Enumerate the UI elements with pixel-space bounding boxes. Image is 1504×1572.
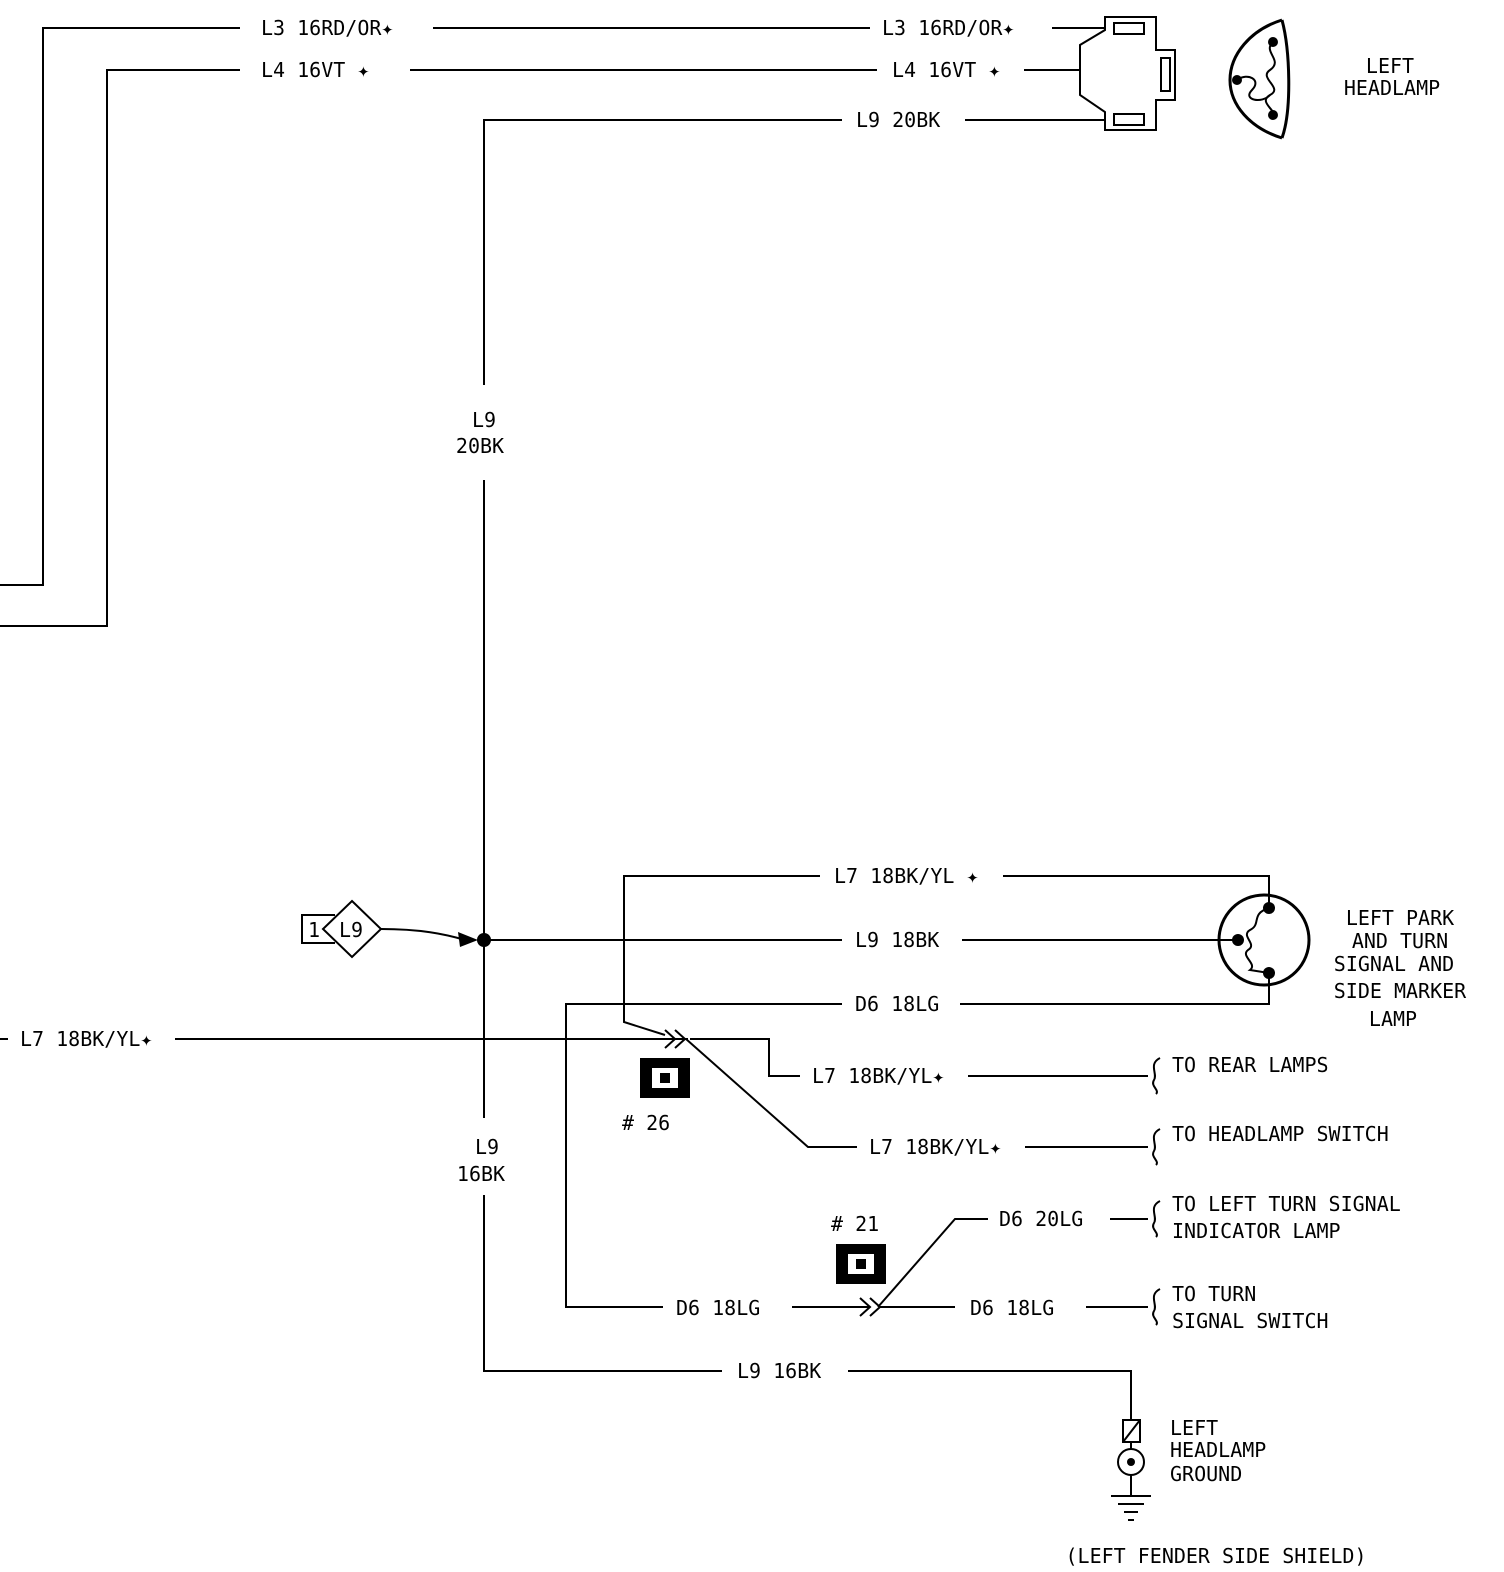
wire-label-d6-in: D6 18LG [676,1296,760,1320]
connector-26-chevron [664,1029,687,1049]
wire-l9-16bk [483,940,1132,1420]
harness-break-icon [1152,1200,1161,1238]
connector-21-icon [836,1244,886,1284]
pin-icon [1232,934,1244,946]
ground-symbol [1111,1419,1151,1521]
arrow-head-icon [458,932,478,947]
wire-l7-park [623,875,1270,1036]
wire-l7-hls [685,1038,1148,1148]
headlamp-connector [1079,16,1176,131]
park-lamp-label-3: SIGNAL AND [1334,952,1454,976]
dest-turn-switch-2: SIGNAL SWITCH [1172,1309,1329,1333]
connector-21-chevron [859,1297,882,1317]
wire-label-l9-park: L9 18BK [855,928,939,952]
connector-26-icon [640,1058,690,1098]
wire-label-l9-vert-bottom-1: L9 [475,1135,499,1159]
splice-label: L9 [339,918,363,942]
wire-l7-rear [690,1038,1148,1077]
wire-l4 [0,69,1080,627]
ground-location-label: (LEFT FENDER SIDE SHIELD) [1065,1544,1366,1568]
wire-label-l9-vert-top-2: 20BK [456,434,504,458]
wire-label-l7-hls: L7 18BK/YL✦ [869,1135,1001,1159]
park-lamp-label-2: AND TURN [1352,929,1448,953]
dest-indicator-2: INDICATOR LAMP [1172,1219,1341,1243]
filament-icon [1264,41,1276,116]
park-lamp-label-4: SIDE MARKER [1334,979,1467,1003]
wire-label-l9-vert-bottom-2: 16BK [457,1162,505,1186]
connector-26-label: # 26 [622,1111,670,1135]
splice-reference-symbol: 1 L9 [301,899,478,959]
wire-l3 [0,27,1105,586]
left-headlamp-bulb [1228,18,1291,140]
park-turn-lamp-bulb [1217,893,1311,987]
harness-break-icon [1152,1288,1161,1326]
wire-label-l9-vert-top-1: L9 [472,408,496,432]
wire-l9-20bk [483,119,1105,940]
park-lamp-label-1: LEFT PARK [1346,906,1454,930]
harness-break-icon [1152,1057,1161,1095]
wire-label-l9-top: L9 20BK [856,108,940,132]
wire-label-l7-rear: L7 18BK/YL✦ [812,1064,944,1088]
dest-rear-lamps: TO REAR LAMPS [1172,1053,1329,1077]
wire-label-l7-park: L7 18BK/YL ✦ [834,864,979,888]
park-lamp-label-5: LAMP [1369,1007,1417,1031]
wire-d6-indicator [877,1218,1148,1308]
wire-label-l3-right: L3 16RD/OR✦ [882,16,1014,40]
wire-label-d6-indicator: D6 20LG [999,1207,1083,1231]
splice-ref-number: 1 [308,918,320,942]
wire-label-l9-ground: L9 16BK [737,1359,821,1383]
wire-label-l4-left: L4 16VT ✦ [261,58,369,82]
harness-break-icon [1152,1128,1161,1166]
ground-label-1: LEFT [1170,1416,1218,1440]
wire-label-d6-switch: D6 18LG [970,1296,1054,1320]
ground-label-3: GROUND [1170,1462,1242,1486]
dest-turn-switch-1: TO TURN [1172,1282,1256,1306]
connector-21-label: # 21 [831,1212,879,1236]
dest-indicator-1: TO LEFT TURN SIGNAL [1172,1192,1401,1216]
wire-label-l7-in: L7 18BK/YL✦ [20,1027,152,1051]
wire-label-l3-left: L3 16RD/OR✦ [261,16,393,40]
filament-icon [1245,907,1270,974]
dest-headlamp-switch: TO HEADLAMP SWITCH [1172,1122,1389,1146]
left-headlamp-label-2: HEADLAMP [1344,76,1440,100]
ground-label-2: HEADLAMP [1170,1438,1266,1462]
splice-node [477,933,491,947]
wire-label-l4-right: L4 16VT ✦ [892,58,1000,82]
wire-label-d6-park: D6 18LG [855,992,939,1016]
left-headlamp-label-1: LEFT [1366,54,1414,78]
